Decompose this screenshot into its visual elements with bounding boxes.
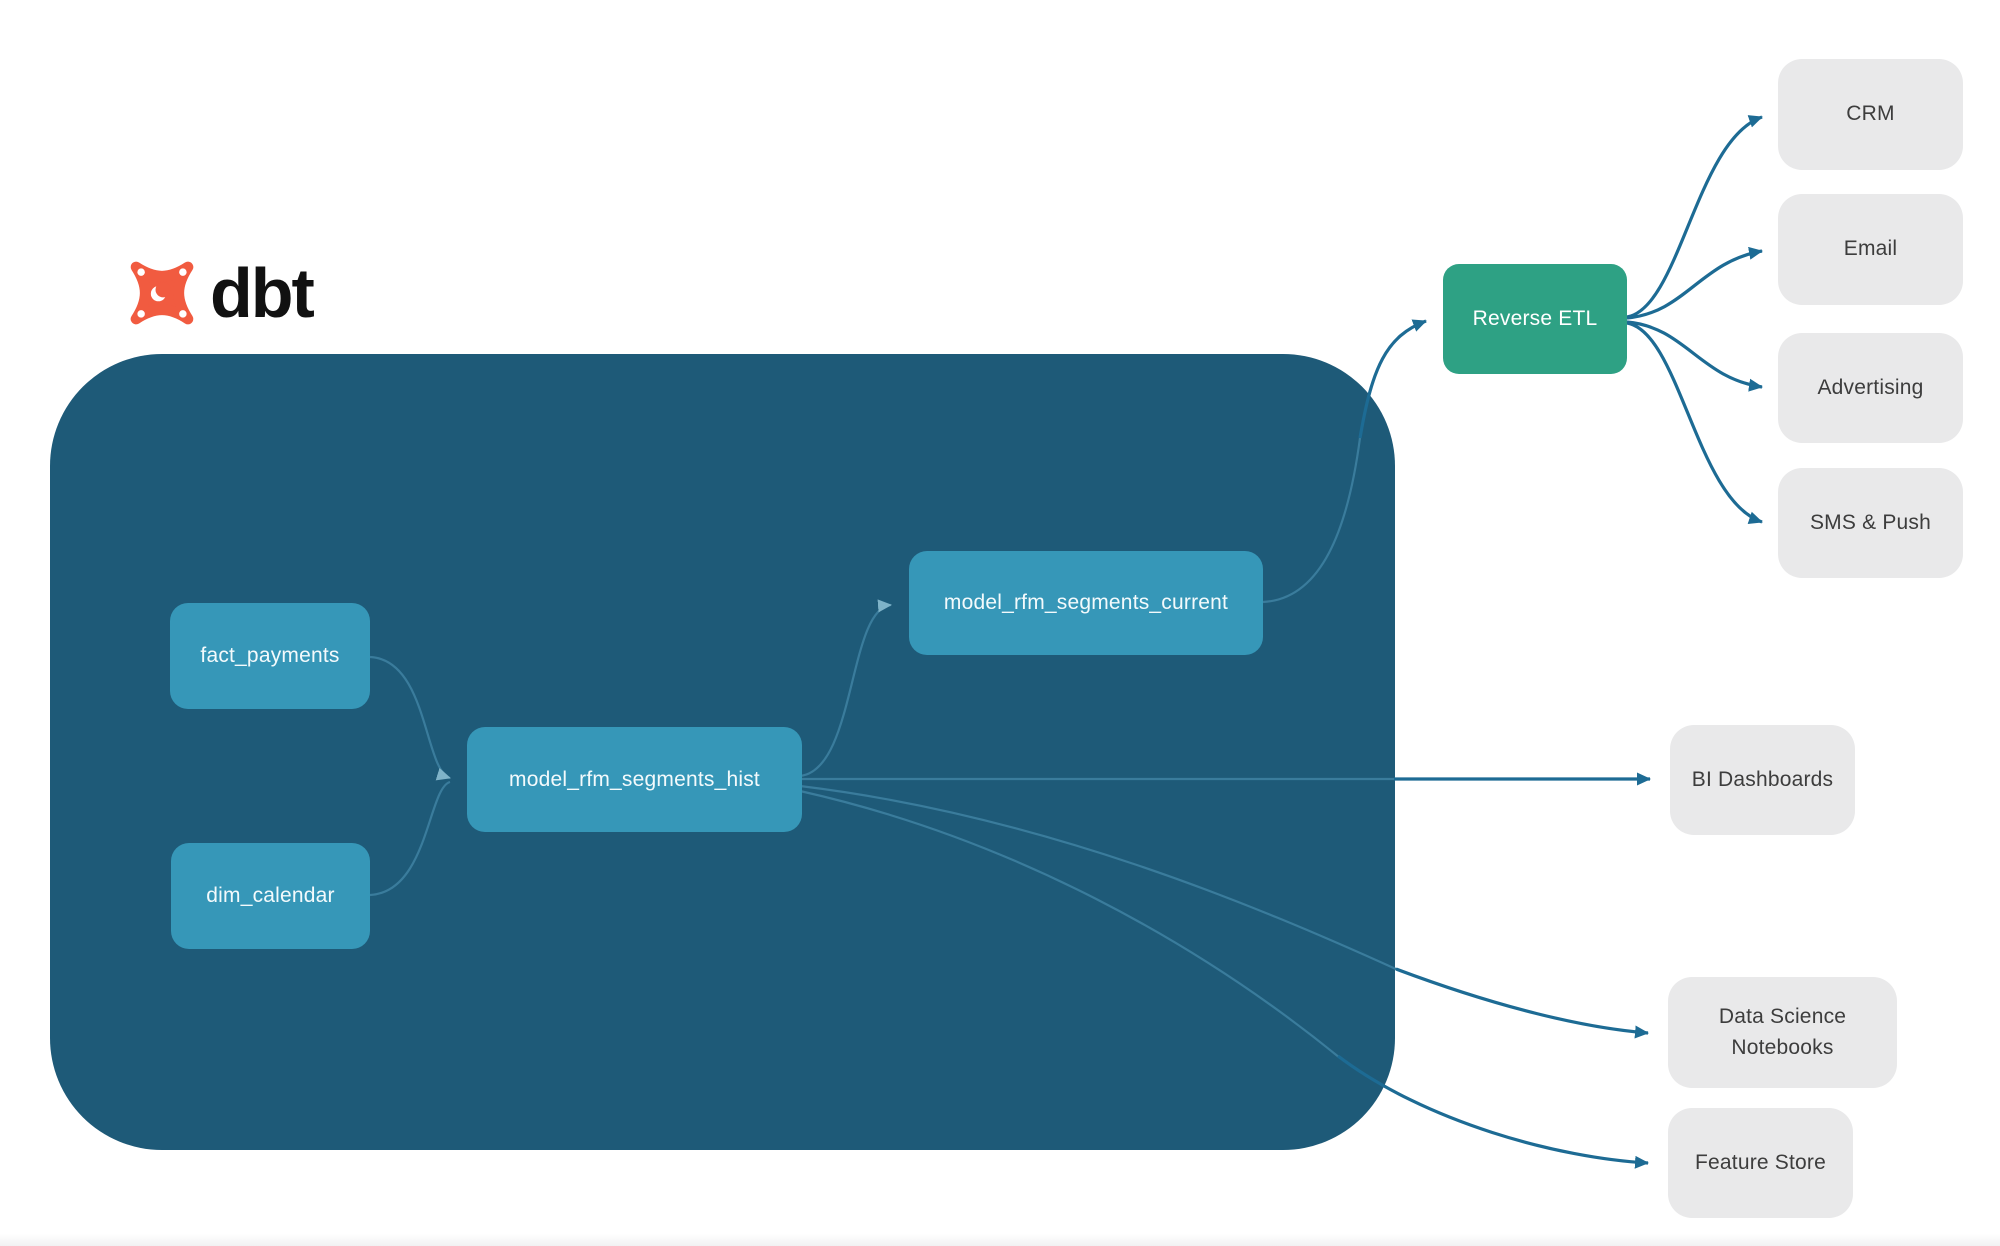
dest-crm: CRM	[1778, 59, 1963, 170]
dbt-logo-icon	[130, 261, 194, 325]
dest-label: Advertising	[1817, 375, 1924, 399]
edge-reverse-etl-to-sms-push	[1626, 321, 1763, 525]
node-fact-payments: fact_payments	[170, 603, 370, 709]
dest-label: Email	[1843, 237, 1898, 261]
node-dim-calendar: dim_calendar	[171, 843, 370, 949]
edge-reverse-etl-to-advertising	[1626, 320, 1763, 392]
dest-label: SMS & Push	[1809, 510, 1932, 534]
dest-data-science-notebooks: Data Science Notebooks	[1668, 977, 1897, 1088]
slide-bottom-edge	[0, 1234, 2000, 1246]
node-label: fact_payments	[200, 644, 340, 667]
dbt-wordmark: dbt	[210, 254, 315, 332]
edge-reverse-etl-to-crm	[1626, 115, 1763, 319]
dest-label: Data Science Notebooks	[1718, 1005, 1847, 1059]
dest-sms-push: SMS & Push	[1778, 468, 1963, 578]
node-label: model_rfm_segments_hist	[509, 767, 760, 791]
edge-hist-to-notebooks-outer	[1395, 967, 1649, 1039]
node-reverse-etl: Reverse ETL	[1443, 264, 1627, 374]
dest-label: BI Dashboards	[1691, 767, 1834, 791]
node-model-rfm-segments-current: model_rfm_segments_current	[909, 551, 1263, 655]
dest-advertising: Advertising	[1778, 333, 1963, 443]
dest-feature-store: Feature Store	[1668, 1108, 1853, 1218]
dest-label: Feature Store	[1695, 1150, 1826, 1174]
dbt-logo: dbt	[126, 254, 315, 332]
node-label: dim_calendar	[206, 884, 335, 907]
dest-bi-dashboards: BI Dashboards	[1670, 725, 1855, 835]
node-label: model_rfm_segments_current	[943, 591, 1229, 614]
dest-email: Email	[1778, 194, 1963, 305]
edge-reverse-etl-to-email	[1626, 246, 1763, 320]
dest-label: CRM	[1846, 102, 1895, 126]
node-model-rfm-segments-hist: model_rfm_segments_hist	[467, 727, 802, 832]
node-label: Reverse ETL	[1472, 307, 1598, 330]
